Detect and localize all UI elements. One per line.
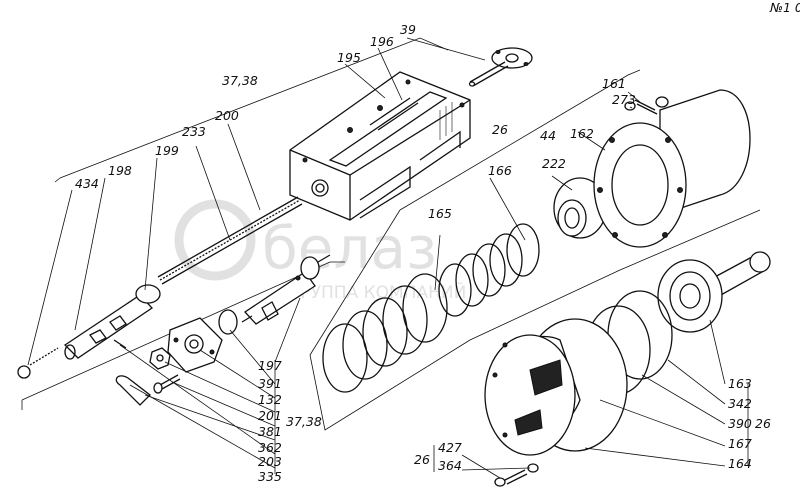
label-200: 200 <box>215 108 239 123</box>
part-163-piston <box>657 251 771 333</box>
label-195: 195 <box>337 50 361 65</box>
label-166: 166 <box>488 163 512 178</box>
part-39-flange <box>468 47 533 87</box>
label-390: 390 <box>728 416 752 431</box>
label-364: 364 <box>438 458 462 473</box>
watermark-brand: белаз <box>262 214 437 282</box>
part-161-bolt <box>624 96 669 115</box>
label-335: 335 <box>258 469 282 484</box>
label-222: 222 <box>542 156 566 171</box>
part-165-outer-spring <box>322 273 448 393</box>
label-198: 198 <box>108 163 132 178</box>
corner-mark: №1 000 <box>769 0 800 15</box>
part-132-cover <box>167 317 223 373</box>
label-391: 391 <box>258 376 282 391</box>
label-26-bottom: 26 <box>414 452 430 467</box>
label-381: 381 <box>258 424 282 439</box>
label-132: 132 <box>258 392 282 407</box>
part-labels: 434 198 199 233 200 37,38 195 196 39 26 … <box>75 22 771 484</box>
watermark: белаз ГРУППА КОМПАНИЙ <box>174 199 466 303</box>
label-167: 167 <box>728 436 752 451</box>
label-201: 201 <box>258 408 282 423</box>
label-273: 273 <box>612 92 636 107</box>
label-161: 161 <box>602 76 626 91</box>
label-362: 362 <box>258 440 282 455</box>
part-164-cover <box>484 318 628 456</box>
label-164: 164 <box>728 456 752 471</box>
part-201-nut <box>149 347 171 370</box>
part-381-bolt <box>153 374 181 394</box>
label-37-38-bottom: 37,38 <box>286 414 322 429</box>
label-26-right: 26 <box>755 416 771 431</box>
label-196: 196 <box>370 34 394 49</box>
bracket-left-bottom <box>21 261 345 401</box>
label-342: 342 <box>728 396 752 411</box>
label-233: 233 <box>182 124 206 139</box>
label-44: 44 <box>540 128 556 143</box>
label-163: 163 <box>728 376 752 391</box>
part-434-spring <box>17 347 59 379</box>
part-195-housing <box>289 71 471 221</box>
part-166-inner-spring <box>438 223 540 317</box>
part-391-o-ring <box>218 309 238 335</box>
part-427-bolt <box>494 463 539 487</box>
label-37-38-top: 37,38 <box>222 73 258 88</box>
label-427: 427 <box>438 440 462 455</box>
part-197-plunger <box>241 254 331 325</box>
label-434: 434 <box>75 176 99 191</box>
bracket-middle <box>399 69 641 211</box>
label-165: 165 <box>428 206 452 221</box>
leader-lines <box>27 37 749 479</box>
bracket-top <box>59 37 449 179</box>
label-199: 199 <box>155 143 179 158</box>
label-203: 203 <box>258 454 282 469</box>
label-162: 162 <box>570 126 594 141</box>
label-197: 197 <box>258 358 282 373</box>
part-199-piston <box>63 284 161 360</box>
part-162-cylinder <box>593 89 751 248</box>
label-39: 39 <box>400 22 416 37</box>
label-26-middle: 26 <box>492 122 508 137</box>
part-222-spring-seat <box>553 177 607 239</box>
part-362-cotter-pin <box>113 339 151 406</box>
